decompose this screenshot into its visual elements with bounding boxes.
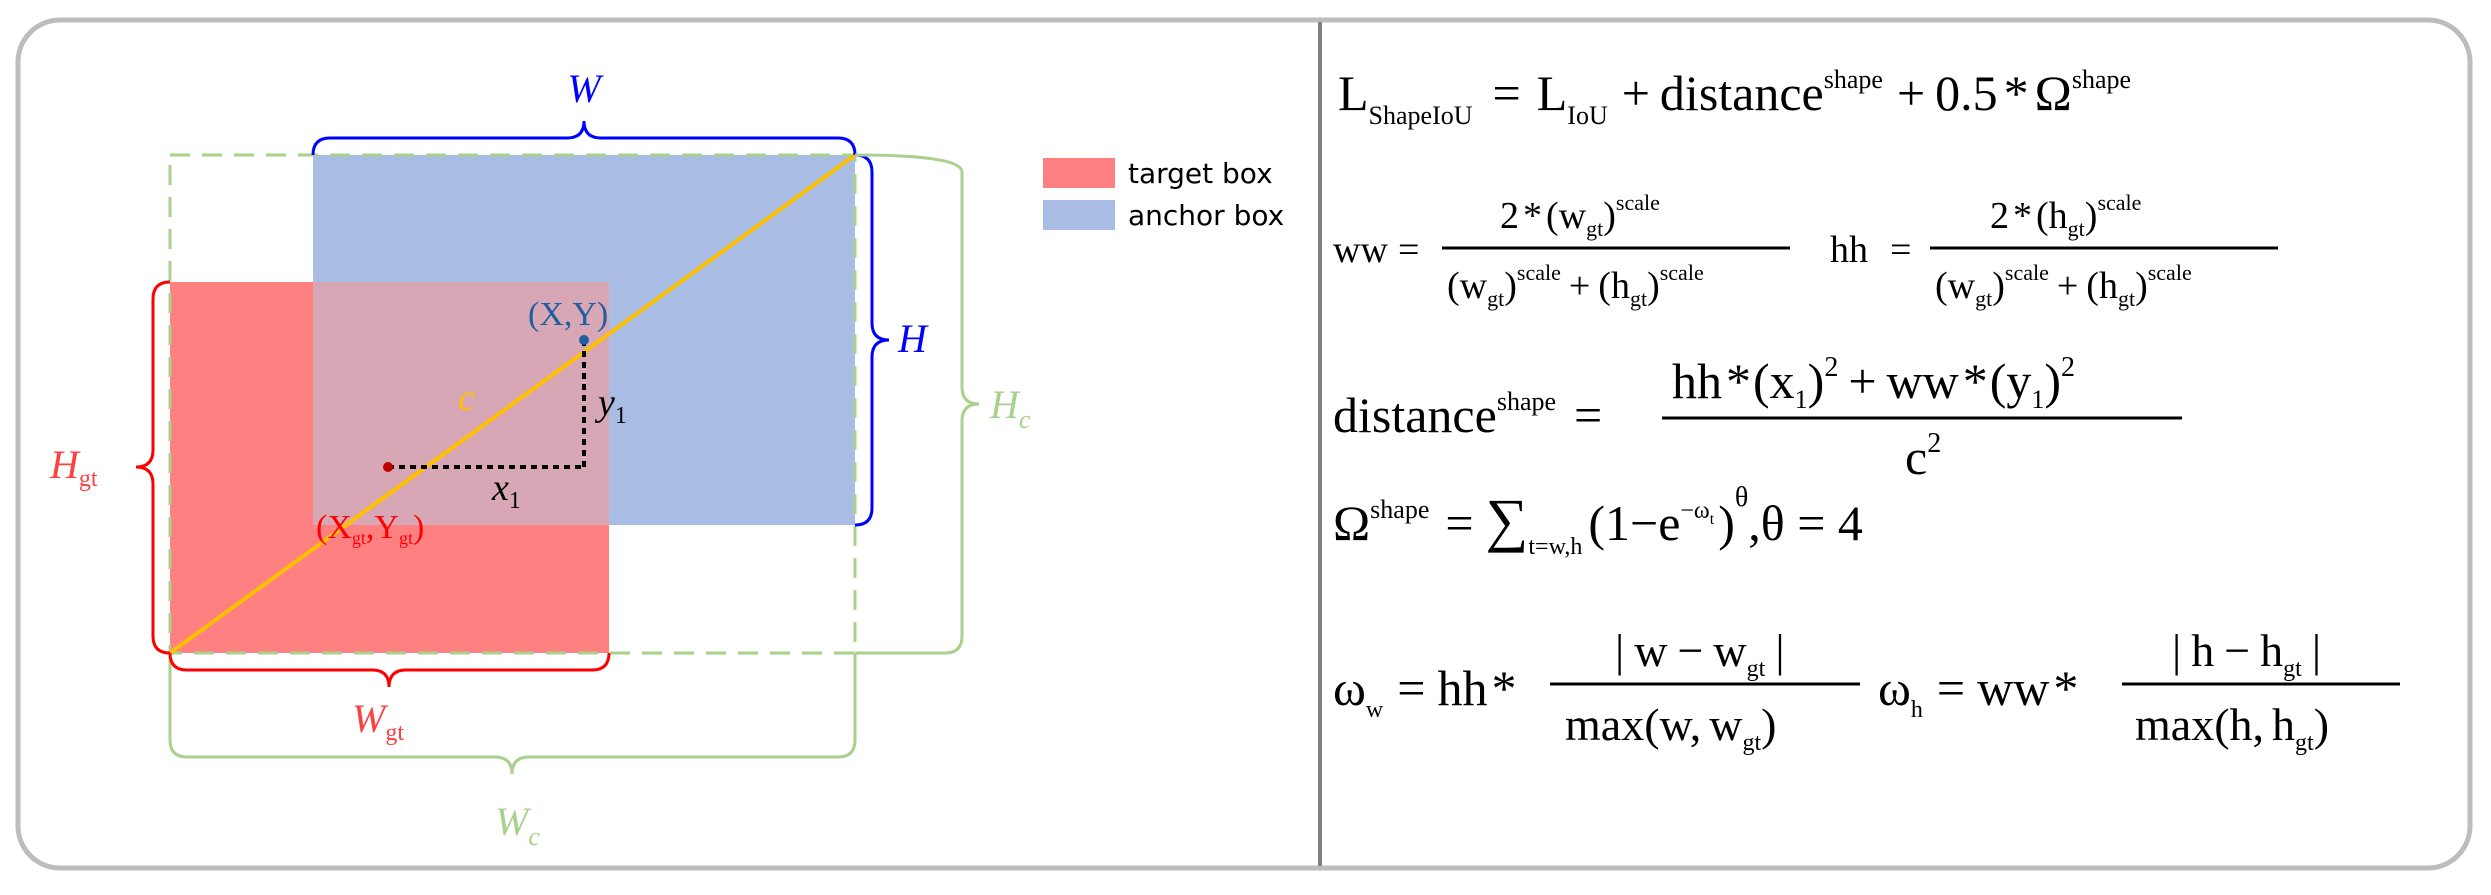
box-diagram: W H Hc Wc Hgt Wgt c (X,Y) y1 x1 (Xgt,Ygt… [49, 66, 1031, 851]
Wc-brace [168, 653, 857, 775]
H-label: H [897, 316, 929, 361]
eq-ww: ww = 2*(wgt)scale (wgt)scale+(hgt)scale [1333, 190, 1790, 311]
svg-text:|h−hgt|: |h−hgt| [2172, 625, 2321, 682]
svg-text:2*(wgt)scale: 2*(wgt)scale [1500, 190, 1660, 241]
Hc-brace [854, 153, 980, 655]
svg-text:c2: c2 [1905, 428, 1941, 485]
Wgt-label: Wgt [352, 696, 404, 746]
svg-text:distanceshape=: distanceshape= [1333, 387, 1602, 443]
eq-omega-h: ωh=ww* |h−hgt| max(h,hgt) [1878, 625, 2400, 756]
eq-omega: Ωshape=∑t=w,h(1−e−ωt)θ,θ = 4 [1333, 482, 1863, 560]
svg-text:ww: ww [1333, 229, 1388, 271]
svg-text:=: = [1398, 229, 1419, 271]
eq-loss: LShapeIoU=LIoU+distanceshape+0.5*Ωshape [1338, 65, 2131, 130]
svg-text:(wgt)scale+(hgt)scale: (wgt)scale+(hgt)scale [1935, 260, 2192, 311]
svg-text:hh: hh [1830, 229, 1868, 271]
svg-text:max(h,hgt): max(h,hgt) [2135, 699, 2329, 756]
W-label: W [567, 66, 604, 111]
diagonal-c [168, 153, 857, 655]
Wc-label: Wc [495, 799, 540, 851]
anchor-center-label: (X,Y) [528, 296, 608, 333]
Wgt-brace [168, 652, 611, 688]
Hgt-brace [135, 280, 171, 655]
eq-hh: hh = 2*(hgt)scale (wgt)scale+(hgt)scale [1830, 190, 2278, 311]
eq-distance: distanceshape= hh*(x1)2+ww*(y1)2 c2 [1333, 352, 2182, 485]
Hgt-label: Hgt [49, 442, 98, 492]
legend-swatch-anchor [1043, 200, 1115, 230]
svg-text:ωw=hh*: ωw=hh* [1333, 660, 1516, 723]
svg-text:|w−wgt|: |w−wgt| [1615, 625, 1785, 682]
overlap-region [313, 282, 609, 525]
H-brace [854, 153, 890, 527]
gt-center-label: (Xgt,Ygt) [316, 509, 424, 548]
anchor-center-point [579, 335, 589, 345]
c-label: c [458, 377, 475, 419]
formula-panel: LShapeIoU=LIoU+distanceshape+0.5*Ωshape … [1333, 65, 2400, 756]
enclosing-box [168, 153, 857, 655]
svg-text:ωh=ww*: ωh=ww* [1878, 660, 2078, 723]
legend-swatch-target [1043, 158, 1115, 188]
svg-text:(wgt)scale+(hgt)scale: (wgt)scale+(hgt)scale [1447, 260, 1704, 311]
svg-text:2*(hgt)scale: 2*(hgt)scale [1990, 190, 2141, 241]
gt-center-point [383, 462, 393, 472]
eq-omega-w: ωw=hh* |w−wgt| max(w,wgt) [1333, 625, 1860, 756]
svg-text:=: = [1890, 229, 1911, 271]
svg-text:max(w,wgt): max(w,wgt) [1565, 699, 1777, 756]
legend-label-target: target box [1128, 157, 1273, 190]
svg-text:hh*(x1)2+ww*(y1)2: hh*(x1)2+ww*(y1)2 [1672, 352, 2075, 414]
legend-label-anchor: anchor box [1128, 199, 1284, 232]
x1-label: x1 [491, 467, 521, 514]
Hc-label: Hc [989, 382, 1031, 434]
legend: target box anchor box [1043, 157, 1284, 232]
y1-label: y1 [594, 382, 627, 429]
W-brace [311, 120, 857, 156]
